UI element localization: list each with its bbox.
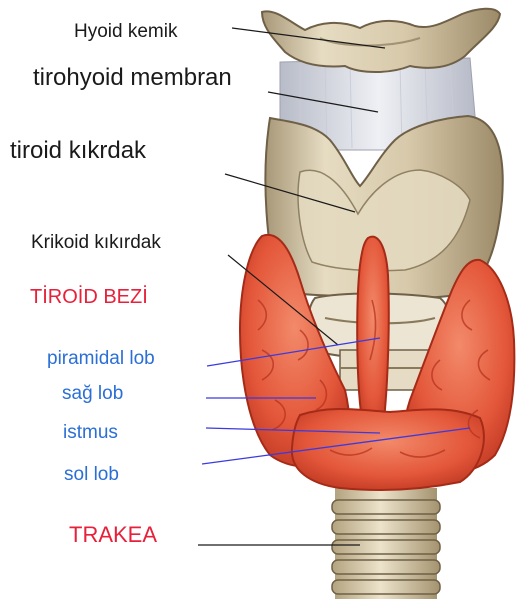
label-pyramidal-lobe: piramidal lob: [47, 349, 155, 368]
label-right-lobe: sağ lob: [62, 384, 123, 403]
thyroid-gland: [240, 235, 514, 490]
thyroid-pyramidal-lobe: [357, 237, 389, 435]
label-isthmus: istmus: [63, 423, 118, 442]
label-trachea: TRAKEA: [69, 524, 157, 546]
label-cricoid: Krikoid kıkırdak: [31, 233, 161, 252]
thyroid-isthmus: [292, 409, 484, 490]
label-hyoid: Hyoid kemik: [74, 22, 177, 41]
label-thyroid-cartilage: tiroid kıkrdak: [10, 139, 146, 163]
trachea-rings: [332, 488, 440, 599]
label-thyrohyoid: tirohyoid membran: [33, 66, 232, 90]
label-thyroid-gland: TİROİD BEZİ: [30, 287, 148, 307]
label-left-lobe: sol lob: [64, 465, 119, 484]
